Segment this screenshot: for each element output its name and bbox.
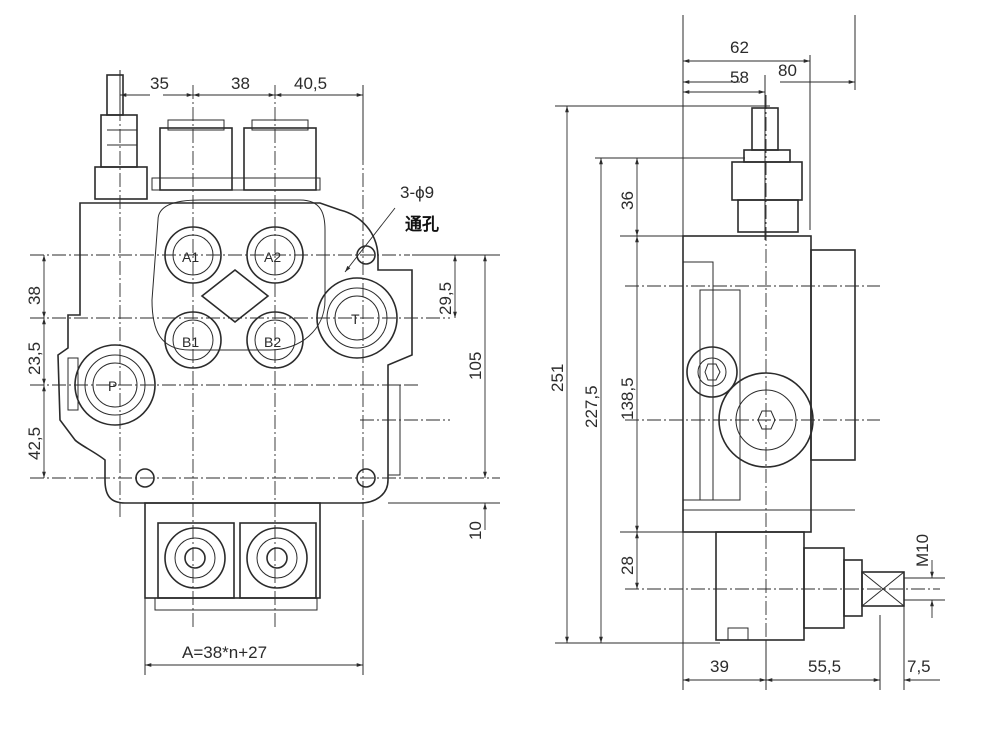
dim-left-42-5: 42,5 [25,427,44,460]
center-diamond [200,268,270,324]
dim-side-7-5: 7,5 [907,657,931,676]
port-a2-label: A2 [264,249,281,265]
dim-top-38: 38 [231,74,250,93]
dim-left-23-5: 23,5 [25,342,44,375]
dim-side-62: 62 [730,38,749,57]
front-view: A1 A2 B1 B2 T P [25,70,500,675]
port-t-label: T [351,311,360,327]
dim-left-38: 38 [25,286,44,305]
dim-top-40-5: 40,5 [294,74,327,93]
dim-side-251: 251 [548,364,567,392]
hole-note: 3-ϕ9 [400,183,434,202]
mount-hole [356,468,376,488]
dim-side-138-5: 138,5 [618,377,637,420]
port-b1-label: B1 [182,334,199,350]
dim-side-55-5: 55,5 [808,657,841,676]
side-body [682,235,856,533]
side-spool-bottom [715,531,905,641]
dim-side-227-5: 227,5 [582,385,601,428]
dim-top-35: 35 [150,74,169,93]
thread-m10: M10 [913,534,932,567]
dim-side-80: 80 [778,61,797,80]
side-view: 62 58 80 [548,15,945,690]
port-p-label: P [108,378,117,394]
valve-body [57,202,413,504]
hole-note-cn: 通孔 [405,215,439,235]
dim-right-10: 10 [466,521,485,540]
dim-right-29-5: 29,5 [436,282,455,315]
spool-section-bottom [144,502,321,611]
lever-handle [94,74,148,200]
dim-right-105: 105 [466,352,485,380]
port-a1-label: A1 [182,249,199,265]
dim-side-39: 39 [710,657,729,676]
dim-side-36: 36 [618,191,637,210]
formula-label: A=38*n+27 [182,643,267,662]
port-b2-label: B2 [264,334,281,350]
dim-side-28: 28 [618,556,637,575]
side-handle [731,107,803,233]
spool-caps-top [151,119,321,191]
dim-side-58: 58 [730,68,749,87]
